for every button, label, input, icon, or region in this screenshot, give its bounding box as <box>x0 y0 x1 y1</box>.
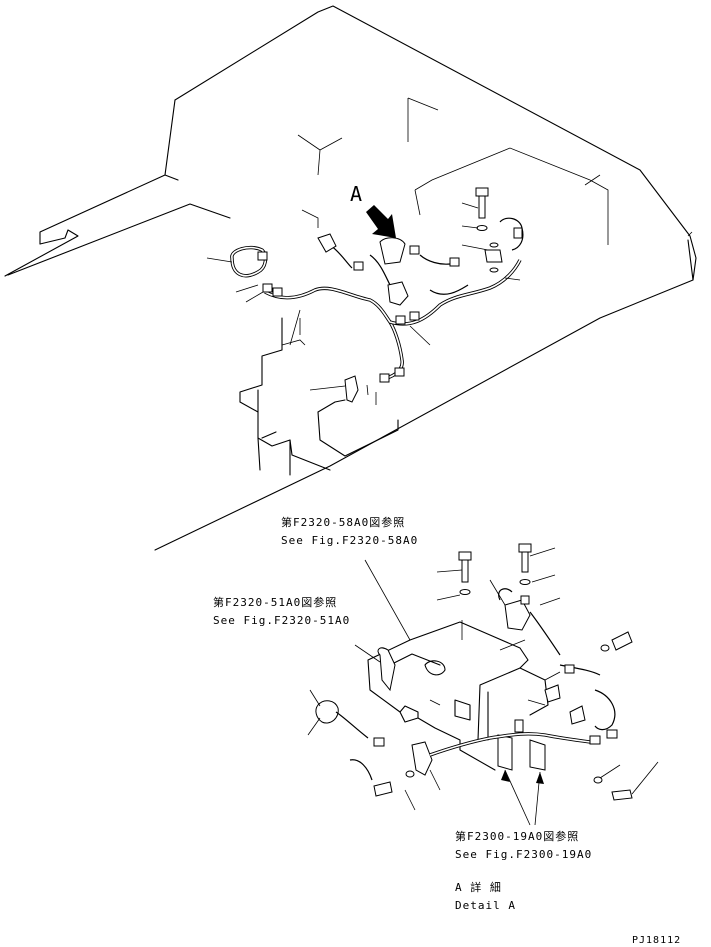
wiring-harness-detail <box>307 543 659 826</box>
view-marker-a: A <box>350 182 363 206</box>
drawing-number: PJ18112 <box>632 935 682 946</box>
machine-frame <box>4 5 697 551</box>
reference-f2300-19a0-en: See Fig.F2300-19A0 <box>455 848 593 861</box>
reference-f2320-51a0-en: See Fig.F2320-51A0 <box>213 614 351 627</box>
reference-f2320-58a0-en: See Fig.F2320-58A0 <box>281 534 419 547</box>
detail-a-bracket <box>315 599 586 776</box>
reference-f2320-58a0-jp: 第F2320-58A0図参照 <box>281 516 406 529</box>
detail-title-en: Detail A <box>455 899 516 912</box>
view-arrow <box>366 205 396 238</box>
wiring-harness-upper <box>206 187 524 403</box>
reference-f2320-51a0-jp: 第F2320-51A0図参照 <box>213 596 338 609</box>
reference-f2300-19a0-jp: 第F2300-19A0図参照 <box>455 830 580 843</box>
detail-title-jp: A 詳 細 <box>455 881 502 894</box>
